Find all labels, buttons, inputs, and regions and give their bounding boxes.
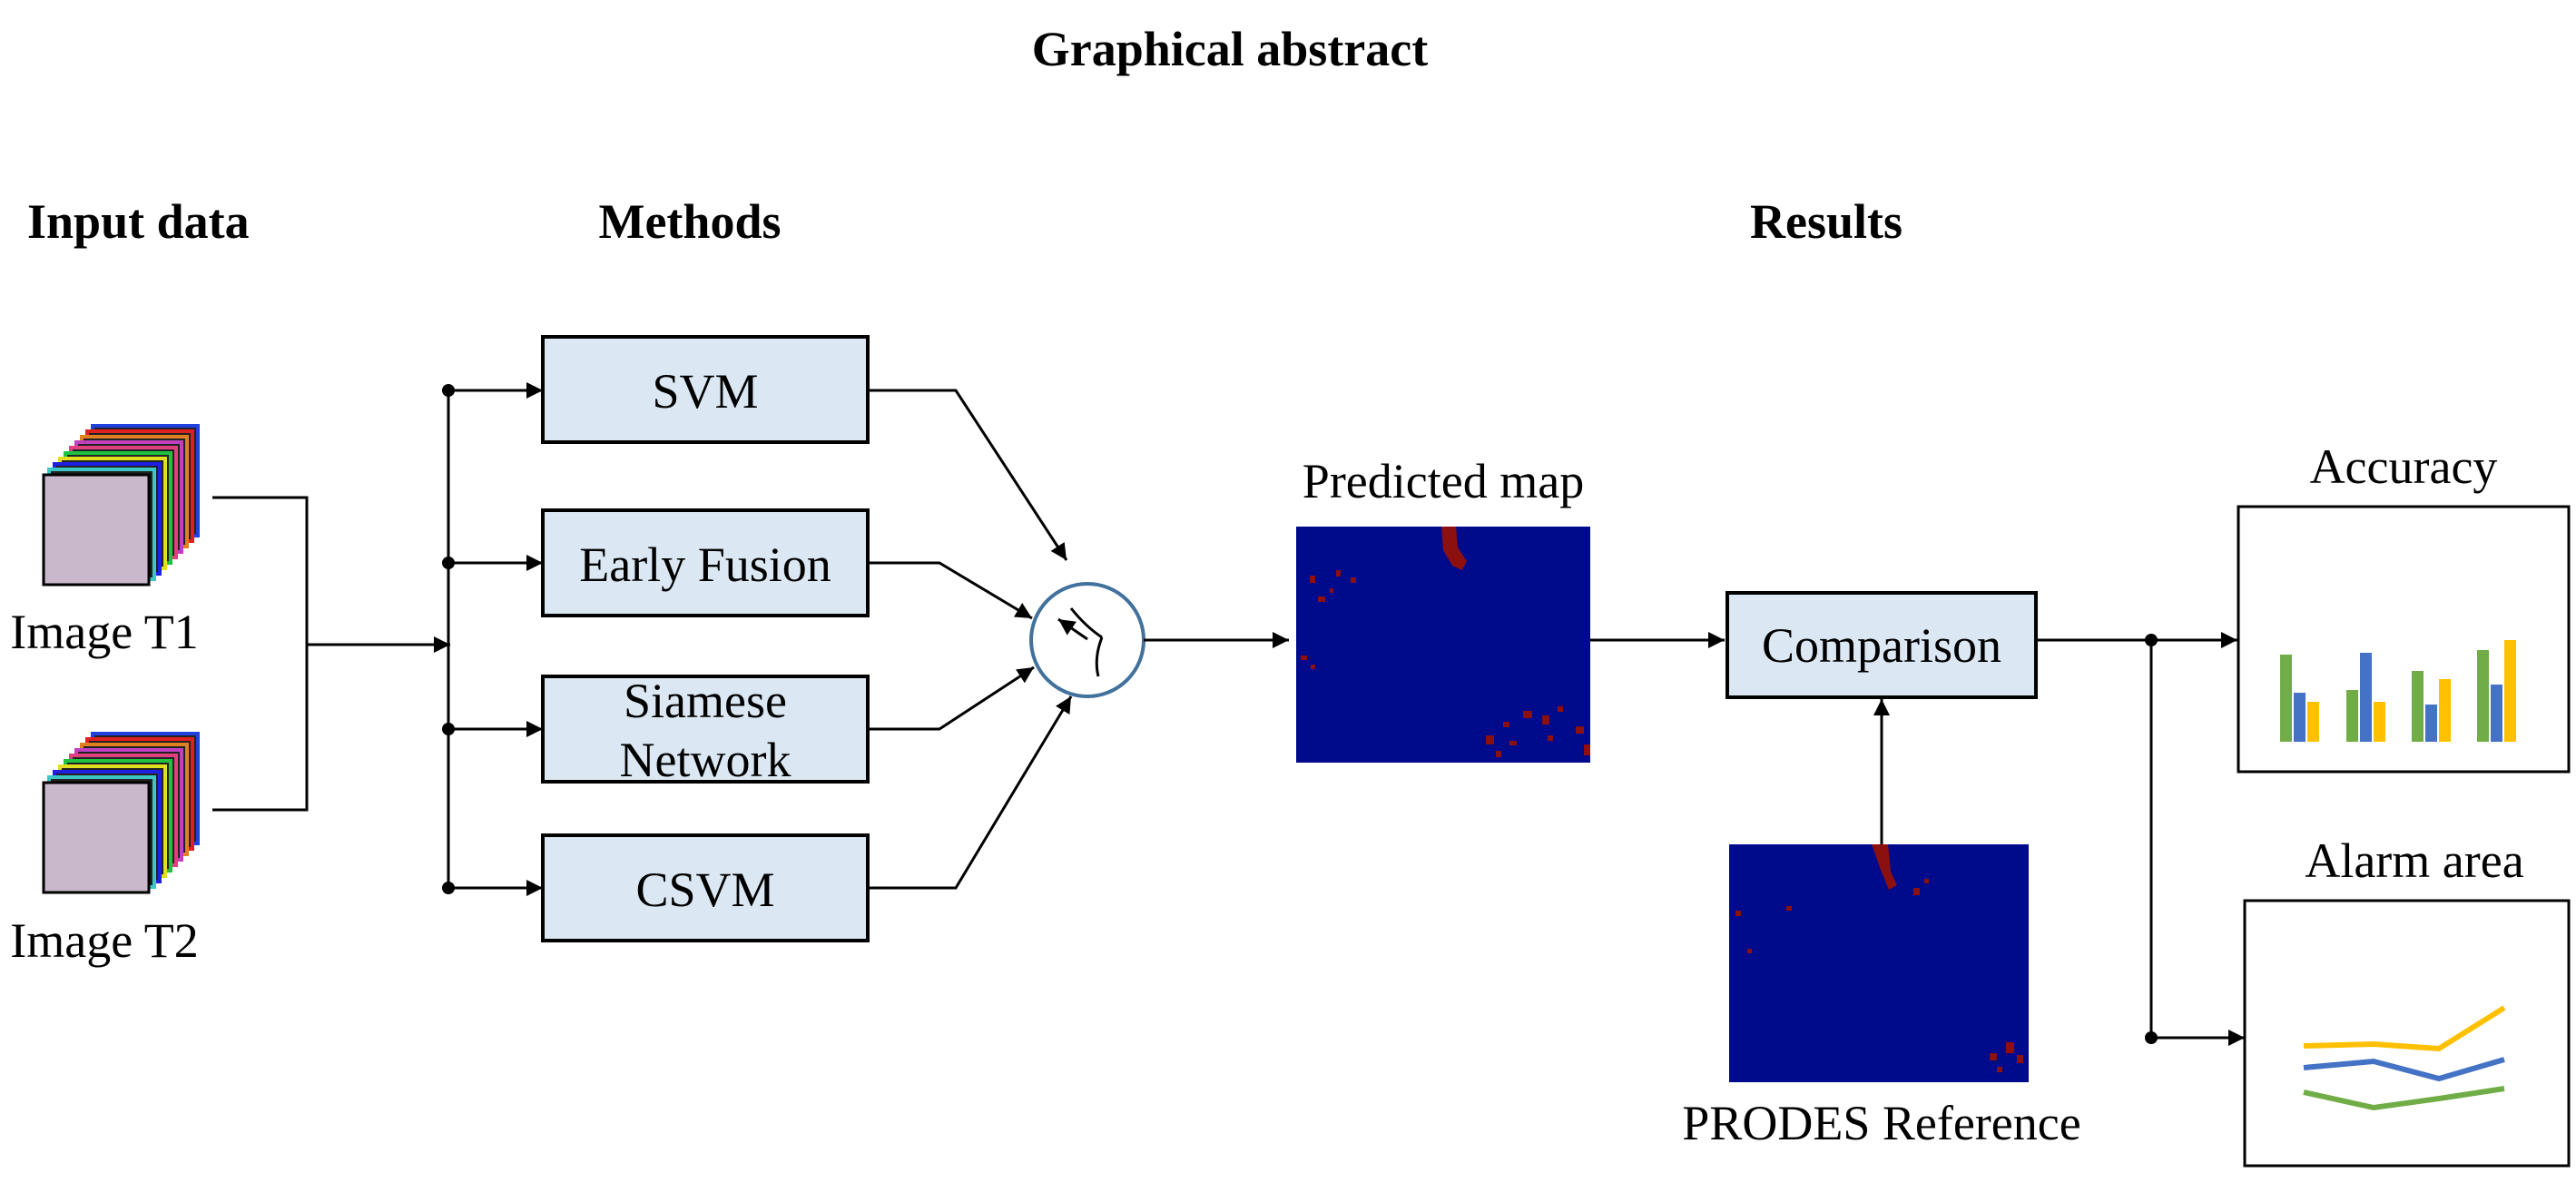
method-siamese-label-line2: Network <box>620 733 791 787</box>
image-t1-stack <box>42 424 200 587</box>
image-t2-label: Image T2 <box>10 913 198 968</box>
prodes-reference-image <box>1729 844 2029 1082</box>
alarm-area-label: Alarm area <box>2305 833 2523 888</box>
method-svm-label: SVM <box>652 364 758 419</box>
image-t2-stack <box>42 732 200 894</box>
method-to-fusion-arrows <box>868 389 1073 890</box>
method-siamese-network: Siamese Network <box>541 674 870 787</box>
predicted-map-label: Predicted map <box>1303 454 1584 508</box>
output-connectors <box>2036 632 2245 1046</box>
method-early-fusion-label: Early Fusion <box>579 537 831 592</box>
method-csvm: CSVM <box>541 833 870 942</box>
page-title: Graphical abstract <box>1032 22 1428 76</box>
image-band-layer <box>42 473 151 587</box>
accuracy-bar-chart-icon <box>2237 505 2571 774</box>
comparison-label: Comparison <box>1762 618 2001 673</box>
method-svm: SVM <box>541 335 870 444</box>
image-band-layer <box>42 781 151 894</box>
input-connectors <box>212 382 543 896</box>
junction-dots <box>442 384 455 894</box>
prodes-reference-label: PRODES Reference <box>1682 1096 2080 1150</box>
method-early-fusion: Early Fusion <box>541 508 870 617</box>
section-methods: Methods <box>599 194 782 249</box>
fusion-node-icon <box>1029 582 1145 698</box>
alarm-area-line-chart-icon <box>2243 899 2571 1168</box>
section-input-data: Input data <box>27 194 250 249</box>
accuracy-label: Accuracy <box>2310 439 2498 494</box>
section-results: Results <box>1750 194 1903 249</box>
predicted-map-image <box>1296 527 1590 763</box>
method-siamese-label-line1: Siamese <box>624 674 787 728</box>
image-t1-label: Image T1 <box>10 605 198 659</box>
output-junction-dots <box>2145 634 2158 1044</box>
comparison-box: Comparison <box>1726 591 2038 699</box>
method-csvm-label: CSVM <box>635 863 774 917</box>
